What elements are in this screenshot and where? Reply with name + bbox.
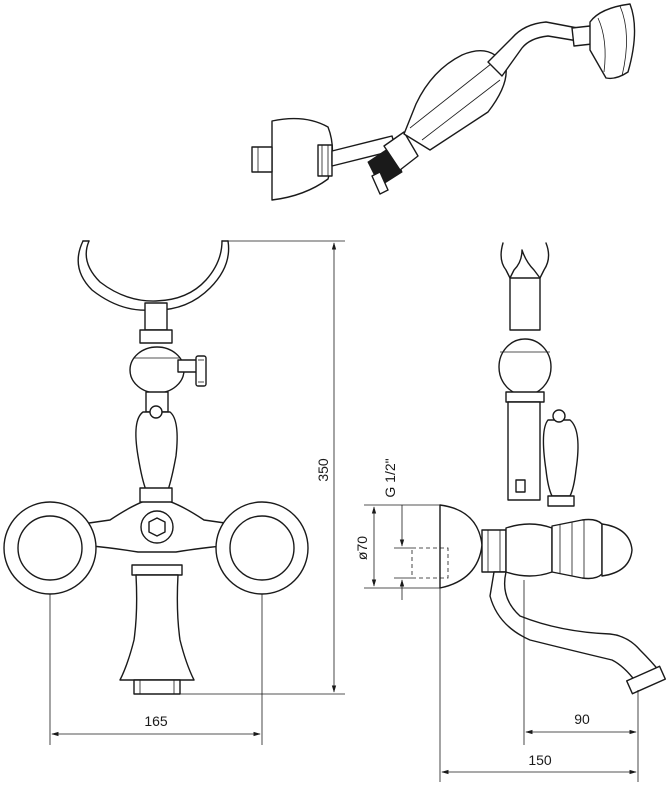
dim-height-350: 350: [315, 458, 331, 482]
dim-width-165: 165: [144, 713, 168, 729]
dim-diameter-70: ø70: [354, 536, 370, 560]
hand-shower-view: [251, 3, 636, 201]
dim-total-150: 150: [528, 752, 552, 768]
front-view: [3, 240, 309, 695]
dim-projection-90: 90: [574, 711, 590, 727]
side-view: [411, 242, 666, 695]
dim-thread-g12: G 1/2": [382, 458, 398, 497]
dimension-lines: [49, 240, 639, 782]
